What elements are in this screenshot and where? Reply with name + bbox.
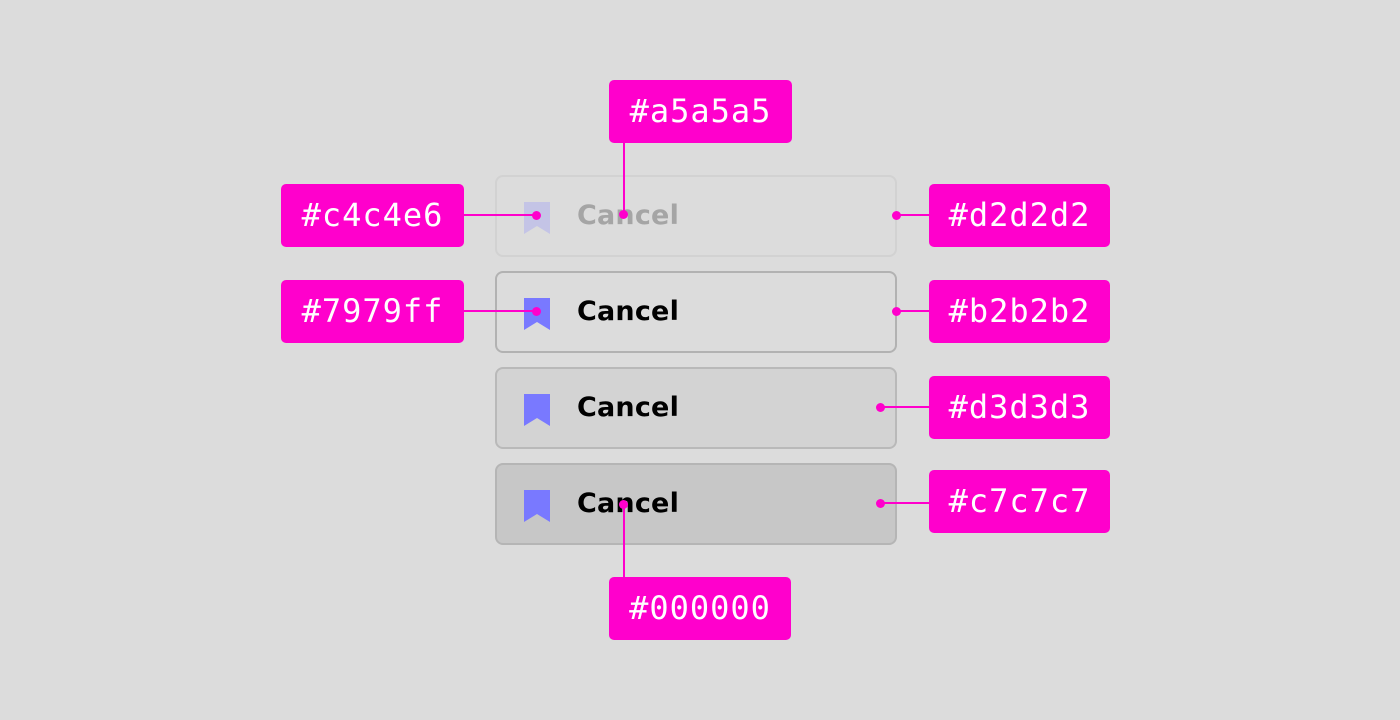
cancel-button-default[interactable]: Cancel	[495, 271, 897, 353]
annotation-dot	[892, 307, 901, 316]
annotation-leader-line	[898, 310, 929, 312]
annotation-leader-line	[882, 406, 929, 408]
annotation-leader-line	[623, 504, 625, 577]
bookmark-icon	[521, 393, 553, 427]
annotation-leader-line	[464, 214, 536, 216]
annotation-disabled-icon-color: #c4c4e6	[281, 184, 464, 247]
annotation-default-icon-color: #7979ff	[281, 280, 464, 343]
bookmark-icon	[521, 489, 553, 523]
annotation-leader-line	[464, 310, 536, 312]
cancel-button-label: Cancel	[577, 488, 680, 519]
annotation-hover-background-color: #d3d3d3	[929, 376, 1110, 439]
cancel-button-label: Cancel	[577, 200, 680, 231]
annotation-default-border-color: #b2b2b2	[929, 280, 1110, 343]
cancel-button-disabled: Cancel	[495, 175, 897, 257]
annotation-leader-line	[898, 214, 929, 216]
annotation-dot	[619, 500, 628, 509]
annotation-dot	[619, 210, 628, 219]
cancel-button-label: Cancel	[577, 392, 680, 423]
annotation-leader-line	[882, 502, 929, 504]
annotation-disabled-text-color: #a5a5a5	[609, 80, 792, 143]
annotation-dot	[532, 211, 541, 220]
annotation-dot	[876, 499, 885, 508]
cancel-button-hover[interactable]: Cancel	[495, 367, 897, 449]
cancel-button-label: Cancel	[577, 296, 680, 327]
annotation-dot	[876, 403, 885, 412]
annotation-dot	[532, 307, 541, 316]
annotation-dot	[892, 211, 901, 220]
annotation-leader-line	[623, 143, 625, 214]
annotation-pressed-text-color: #000000	[609, 577, 791, 640]
annotation-disabled-border-color: #d2d2d2	[929, 184, 1110, 247]
cancel-button-pressed[interactable]: Cancel	[495, 463, 897, 545]
annotation-pressed-background-color: #c7c7c7	[929, 470, 1110, 533]
